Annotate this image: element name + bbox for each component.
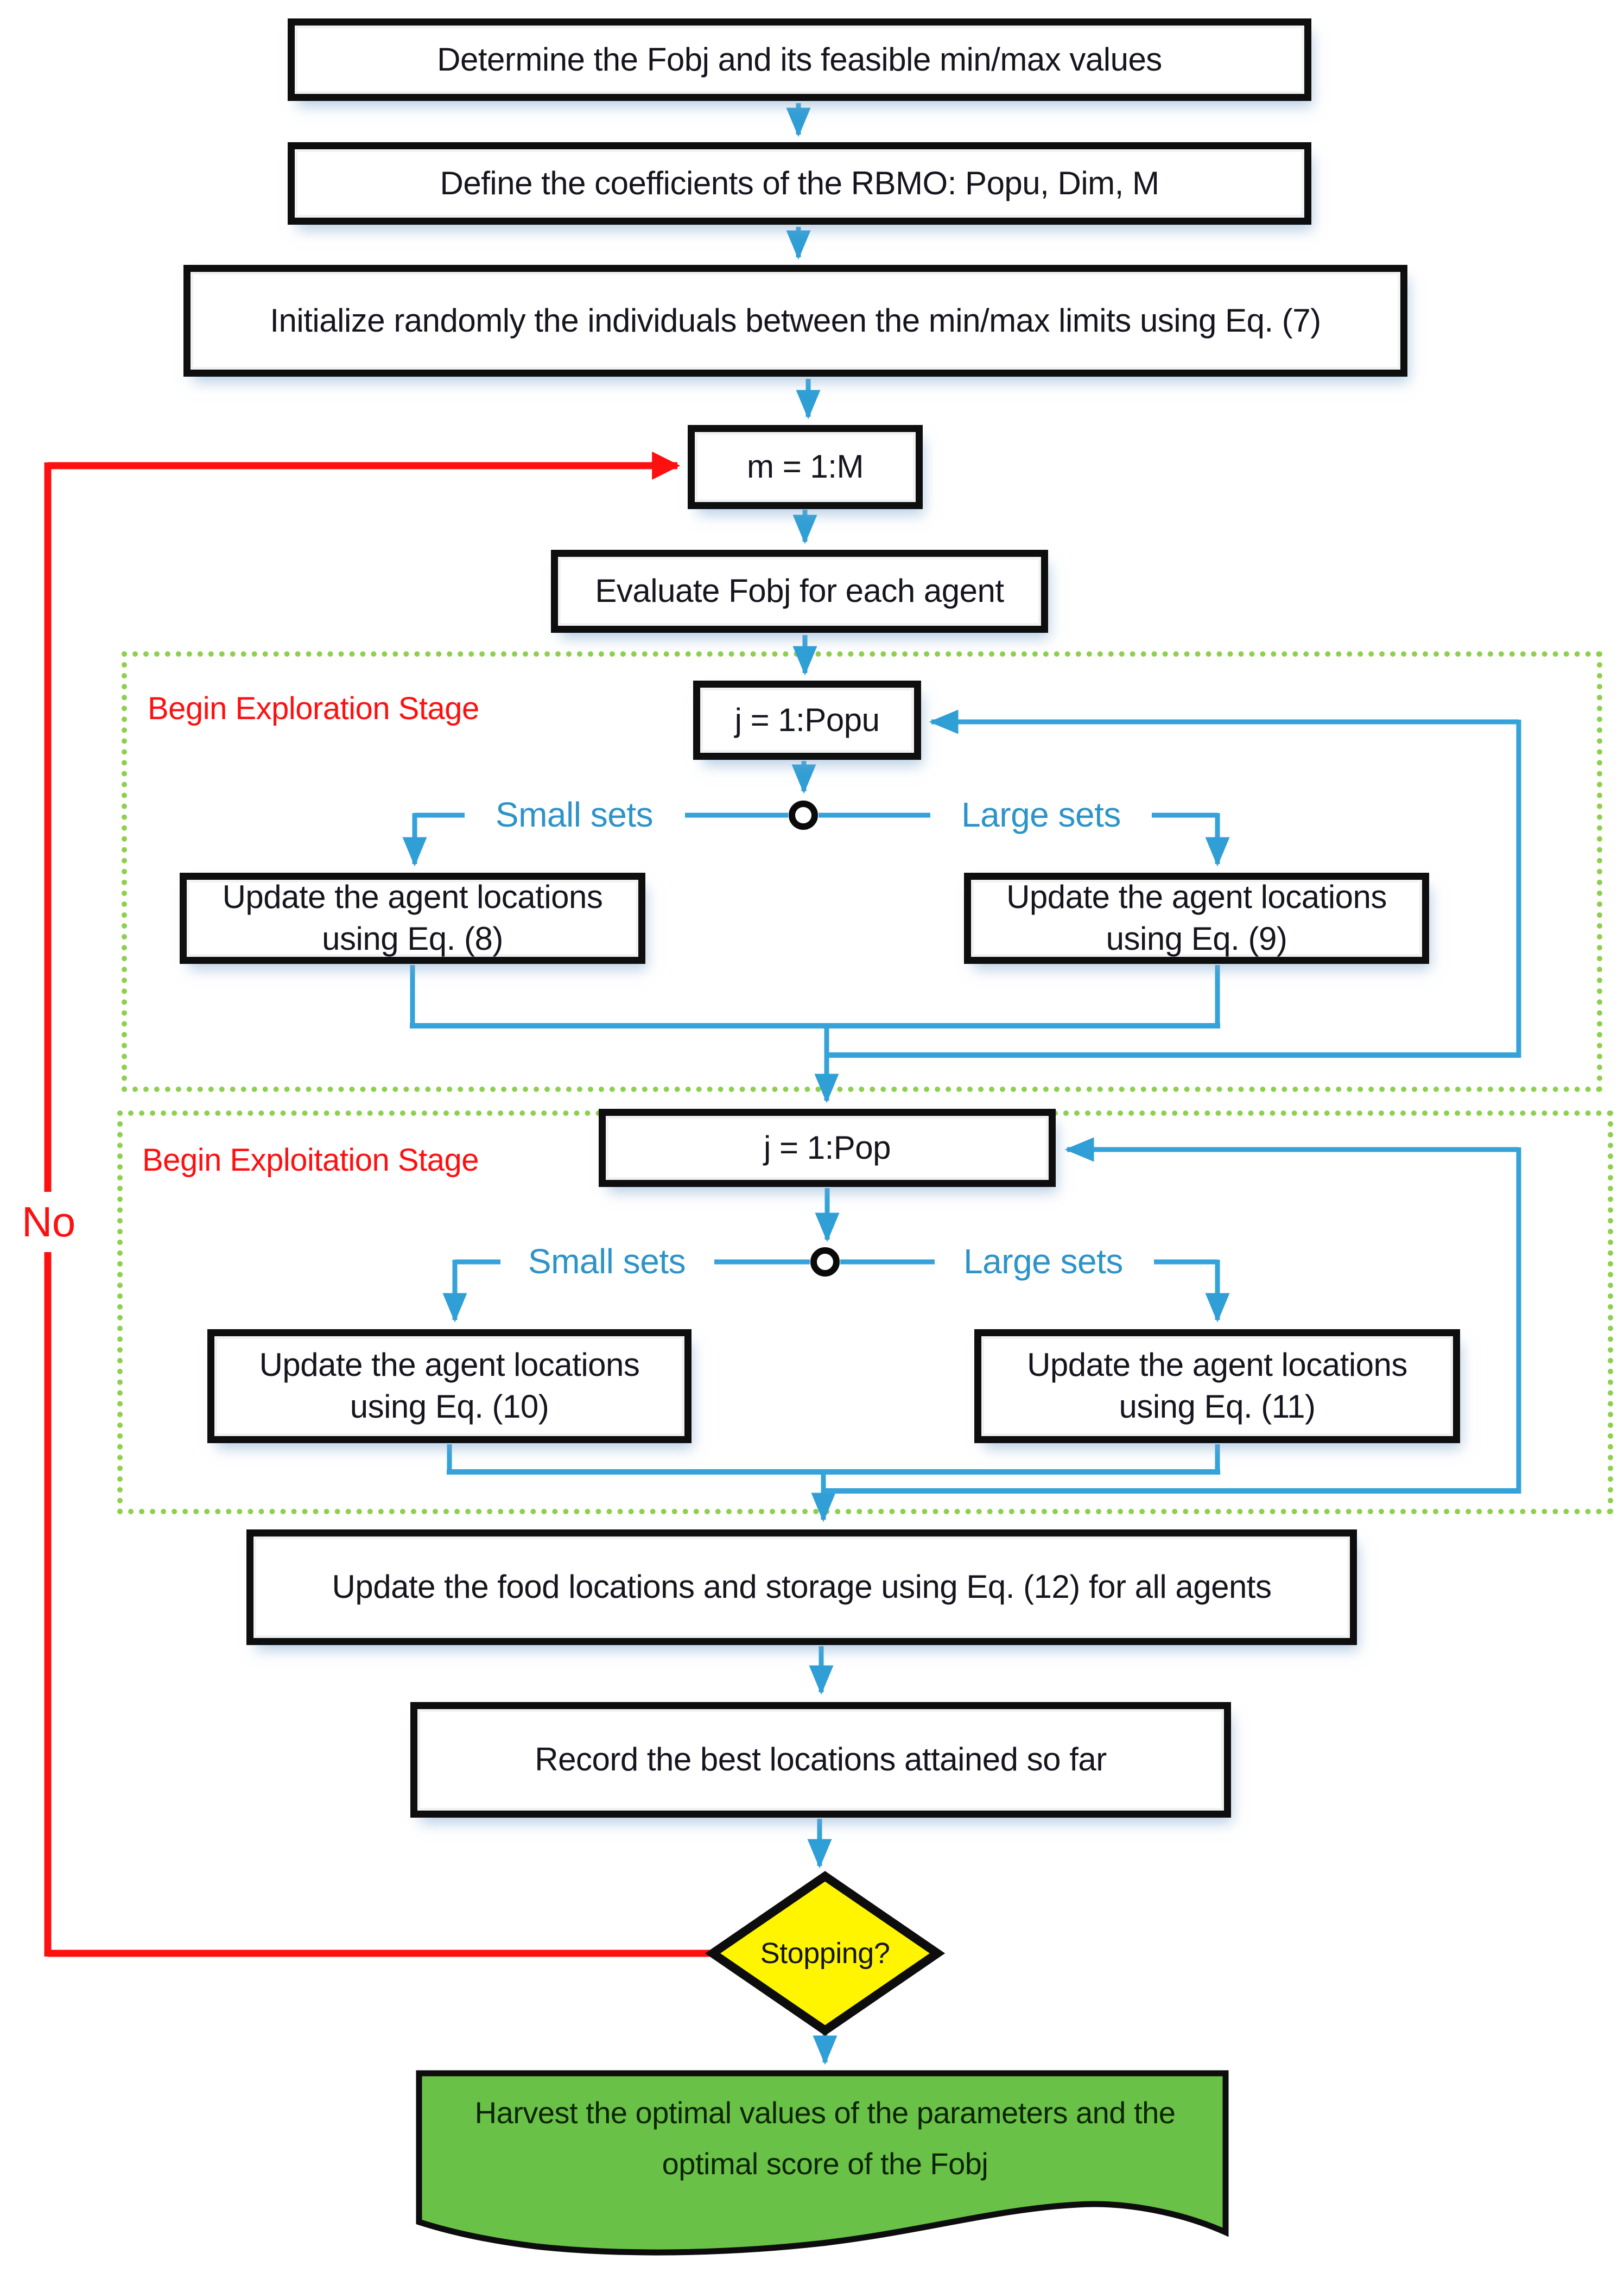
node-initialize: Initialize randomly the individuals betw…	[183, 265, 1407, 377]
branch-connector-exploration	[789, 801, 818, 830]
node-evaluate-text: Evaluate Fobj for each agent	[595, 573, 1004, 609]
node-define-text: Define the coefficients of the RBMO: Pop…	[440, 164, 1159, 201]
node-j-loop-exploration: j = 1:Popu	[693, 681, 921, 760]
node-m-loop: m = 1:M	[688, 425, 923, 509]
node-update-eq8: Update the agent locations using Eq. (8)	[180, 873, 645, 964]
node-record: Record the best locations attained so fa…	[410, 1702, 1231, 1818]
node-determine-text: Determine the Fobj and its feasible min/…	[437, 41, 1162, 78]
final-node-text: Harvest the optimal values of the parame…	[474, 2096, 1176, 2181]
node-update-eq11-text: Update the agent locations using Eq. (11…	[1027, 1347, 1407, 1425]
exploration-stage-frame	[122, 651, 1602, 1092]
node-j-loop-exploitation: j = 1:Pop	[599, 1109, 1056, 1187]
node-update-eq8-text: Update the agent locations using Eq. (8)	[222, 879, 603, 957]
node-j-loop-exploration-text: j = 1:Popu	[734, 701, 880, 738]
exploitation-stage-label: Begin Exploitation Stage	[142, 1142, 479, 1178]
exploration-stage-label: Begin Exploration Stage	[148, 691, 479, 726]
node-update-eq9-text: Update the agent locations using Eq. (9)	[1006, 879, 1387, 957]
node-m-loop-text: m = 1:M	[747, 448, 864, 485]
node-determine: Determine the Fobj and its feasible min/…	[288, 18, 1311, 101]
small-sets-label-exploration: Small sets	[495, 795, 654, 834]
large-sets-label-exploration: Large sets	[961, 795, 1121, 834]
node-update-eq10: Update the agent locations using Eq. (10…	[207, 1329, 692, 1443]
node-define: Define the coefficients of the RBMO: Pop…	[288, 142, 1311, 225]
node-j-loop-exploitation-text: j = 1:Pop	[763, 1129, 891, 1166]
node-update-eq11: Update the agent locations using Eq. (11…	[974, 1329, 1460, 1443]
stopping-diamond	[705, 1871, 946, 2036]
large-sets-label-exploitation: Large sets	[963, 1242, 1123, 1281]
node-food-text: Update the food locations and storage us…	[332, 1569, 1272, 1605]
node-update-eq9: Update the agent locations using Eq. (9)	[964, 873, 1429, 964]
node-record-text: Record the best locations attained so fa…	[535, 1741, 1107, 1778]
final-document-shape	[416, 2070, 1229, 2256]
stopping-decision-label: Stopping?	[760, 1937, 890, 1970]
node-evaluate: Evaluate Fobj for each agent	[551, 550, 1048, 633]
branch-connector-exploitation	[810, 1247, 840, 1277]
node-food: Update the food locations and storage us…	[246, 1529, 1357, 1645]
node-initialize-text: Initialize randomly the individuals betw…	[270, 302, 1321, 339]
no-branch-label: No	[18, 1192, 79, 1252]
node-update-eq10-text: Update the agent locations using Eq. (10…	[259, 1347, 640, 1425]
small-sets-label-exploitation: Small sets	[528, 1242, 686, 1281]
